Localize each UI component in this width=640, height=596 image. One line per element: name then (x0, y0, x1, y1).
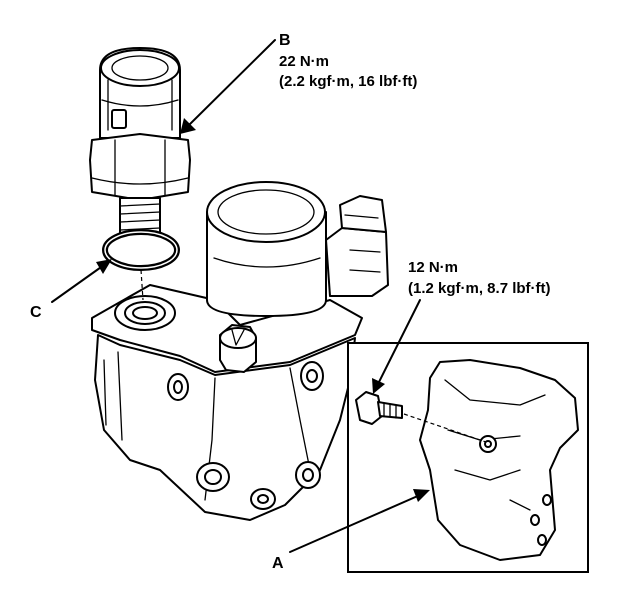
mounting-bolt (219, 324, 257, 373)
torque-bolt-imperial: (1.2 kgf·m, 8.7 lbf·ft) (408, 280, 551, 297)
alignment-line (140, 269, 144, 301)
torque-b-value: 22 N·m (279, 53, 329, 70)
leader-arrow-c (51, 259, 112, 303)
solenoid (206, 181, 389, 317)
callout-a: A (272, 555, 284, 572)
leader-arrow-torque-bolt (372, 299, 421, 394)
bracket-a (419, 359, 579, 561)
callout-b: B (279, 32, 291, 49)
torque-b-imperial: (2.2 kgf·m, 16 lbf·ft) (279, 73, 417, 90)
leader-arrow-a (289, 489, 430, 553)
leader-arrow-b (180, 39, 276, 134)
valve-body (91, 284, 363, 521)
pressure-switch (89, 47, 191, 235)
torque-bolt-value: 12 N·m (408, 259, 458, 276)
detail-bolt (355, 391, 487, 443)
callout-c: C (30, 304, 42, 321)
o-ring (102, 229, 180, 271)
